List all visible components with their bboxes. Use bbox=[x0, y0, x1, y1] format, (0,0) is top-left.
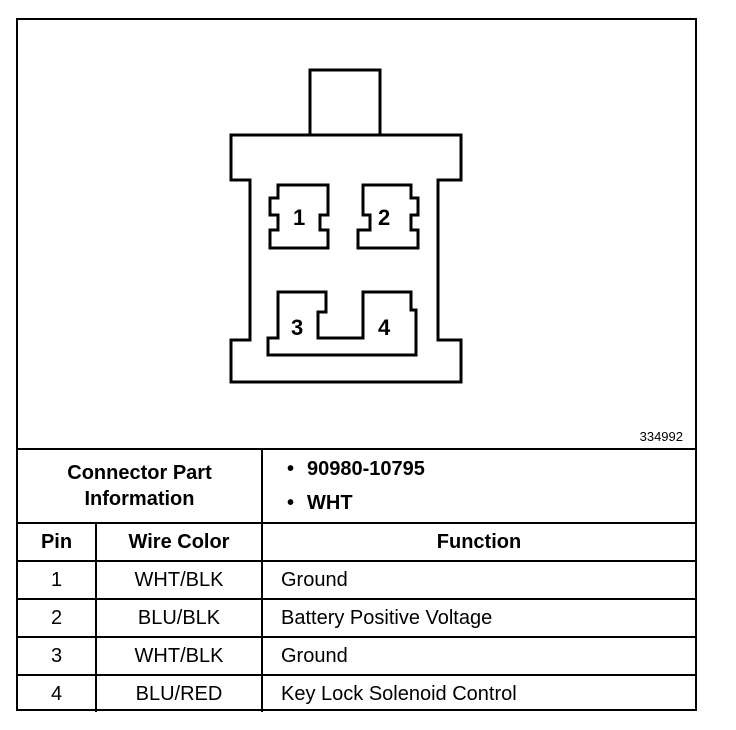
connector-pinout-table: Connector Part Information 90980-10795 W… bbox=[18, 448, 695, 712]
table-row: 1 WHT/BLK Ground bbox=[18, 560, 695, 600]
pin-cell: 4 bbox=[18, 674, 97, 712]
function-column-header: Function bbox=[261, 522, 695, 562]
connector-diagram: 1 2 3 4 334992 bbox=[18, 20, 695, 448]
connector-color: WHT bbox=[287, 486, 695, 520]
connector-part-label-line1: Connector Part bbox=[67, 462, 212, 484]
function-cell: Ground bbox=[261, 636, 695, 676]
wire-color-column-header: Wire Color bbox=[95, 522, 263, 562]
figure-number: 334992 bbox=[639, 429, 683, 444]
connector-part-label-cell: Connector Part Information bbox=[18, 448, 263, 524]
pin-label-4: 4 bbox=[378, 315, 391, 340]
connector-frame: 1 2 3 4 334992 Connector Part Informatio… bbox=[16, 18, 697, 712]
wire-color-cell: BLU/BLK bbox=[95, 598, 263, 638]
wire-color-cell: WHT/BLK bbox=[95, 636, 263, 676]
connector-face-drawing: 1 2 3 4 bbox=[229, 68, 463, 384]
table-row: 3 WHT/BLK Ground bbox=[18, 636, 695, 676]
table-row: 4 BLU/RED Key Lock Solenoid Control bbox=[18, 674, 695, 712]
function-cell: Key Lock Solenoid Control bbox=[261, 674, 695, 712]
pin-cavity-2 bbox=[356, 183, 420, 250]
function-cell: Battery Positive Voltage bbox=[261, 598, 695, 638]
table-row: 2 BLU/BLK Battery Positive Voltage bbox=[18, 598, 695, 638]
table-header-row: Pin Wire Color Function bbox=[18, 522, 695, 562]
pin-cell: 3 bbox=[18, 636, 97, 676]
pin-cell: 2 bbox=[18, 598, 97, 638]
pin-label-1: 1 bbox=[293, 205, 305, 230]
pin-label-3: 3 bbox=[291, 315, 303, 340]
wire-color-cell: BLU/RED bbox=[95, 674, 263, 712]
pin-column-header: Pin bbox=[18, 522, 97, 562]
pin-cell: 1 bbox=[18, 560, 97, 600]
pin-cavity-3-4 bbox=[266, 290, 418, 357]
locking-tab bbox=[308, 68, 382, 135]
function-cell: Ground bbox=[261, 560, 695, 600]
connector-part-info-cell: 90980-10795 WHT bbox=[261, 448, 695, 524]
connector-part-label-line2: Information bbox=[84, 488, 195, 510]
pin-cavity-1 bbox=[268, 183, 330, 250]
connector-part-number: 90980-10795 bbox=[287, 452, 695, 486]
connector-housing-outline bbox=[229, 133, 463, 384]
pin-label-2: 2 bbox=[378, 205, 390, 230]
connector-part-info-list: 90980-10795 WHT bbox=[263, 452, 695, 520]
wire-color-cell: WHT/BLK bbox=[95, 560, 263, 600]
connector-info-row: Connector Part Information 90980-10795 W… bbox=[18, 448, 695, 524]
